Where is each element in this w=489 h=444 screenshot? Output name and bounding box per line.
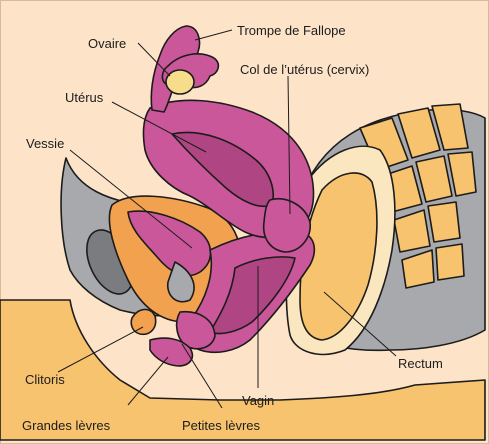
label-vagin: Vagin [242,393,274,408]
label-ovaire: Ovaire [88,36,126,51]
label-grandes-levres: Grandes lèvres [22,418,111,433]
label-vessie: Vessie [26,136,64,151]
label-col: Col de l’utérus (cervix) [240,62,369,77]
label-petites-levres: Petites lèvres [182,418,261,433]
clitoris [131,309,155,334]
ovary [166,70,194,94]
label-uterus: Utérus [65,90,104,105]
label-rectum: Rectum [398,356,443,371]
label-clitoris: Clitoris [25,372,65,387]
label-trompe: Trompe de Fallope [237,23,346,38]
